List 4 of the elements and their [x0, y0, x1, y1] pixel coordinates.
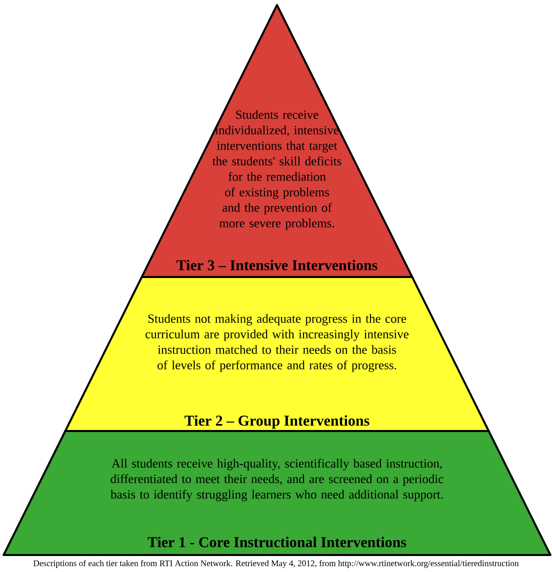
- pyramid-tier: Students not making adequate progress in the core curriculum are provided with increasingly intensive instruction matched to their needs on the basis of levels of performance and rates of progress. Tier 2 – Group Interventions: [64, 276, 490, 432]
- pyramid-tier: All students receive high-quality, scientifically based instruction, differentiated to meet their needs, and are screened on a periodic basis to identify struggling learners who need additional support. Tier 1 - Core Instructional Interventions: [2, 430, 552, 556]
- pyramid-tier: Students receive individualized, intensive interventions that target the students' skill deficits for the remediation of existing problems and the prevention of more severe problems. Tier 3 – Intensive Interventions: [140, 4, 414, 278]
- caption: Descriptions of each tier taken from RTI Action Network. Retrieved May 4, 2012, from http://www.rtinetwork.org/essential/tieredinstruction: [34, 560, 519, 568]
